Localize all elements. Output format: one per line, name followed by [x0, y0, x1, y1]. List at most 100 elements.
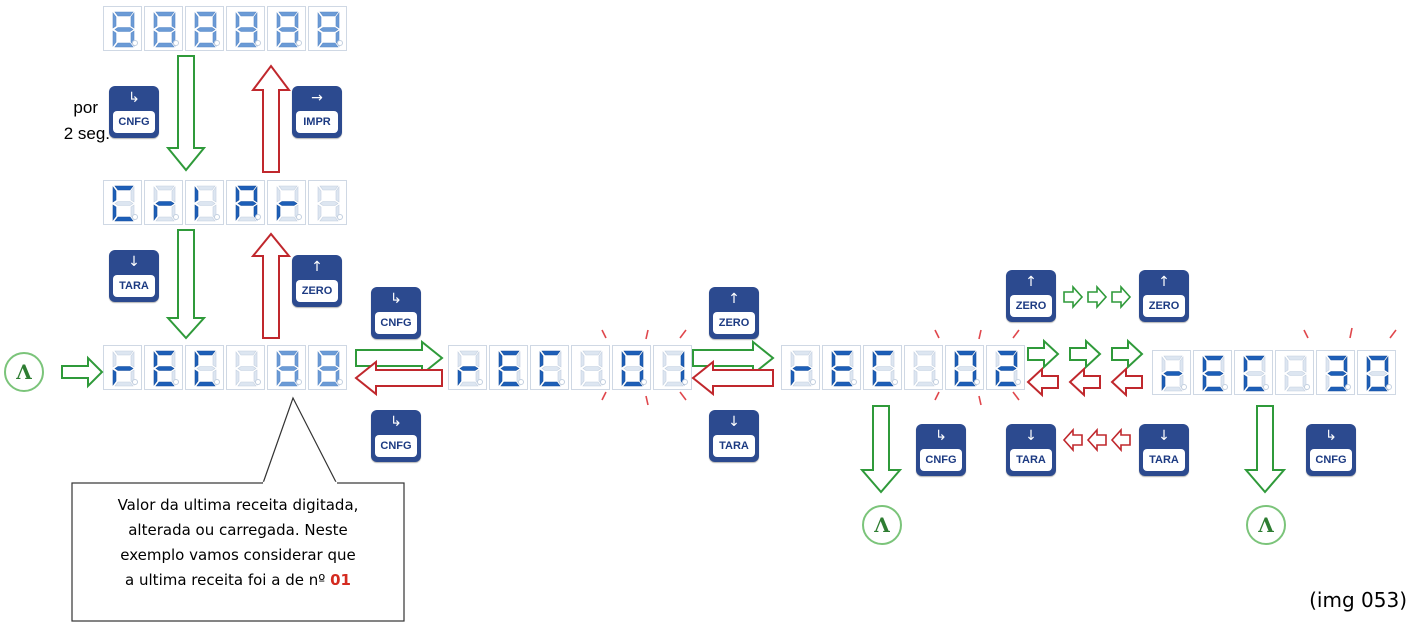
decimal-point: [214, 214, 220, 220]
segment-d: [278, 381, 298, 387]
segment-g: [1286, 371, 1306, 376]
segment-d: [1368, 386, 1388, 392]
segment-g: [237, 27, 257, 32]
segment-d: [237, 42, 257, 48]
decimal-point: [296, 40, 302, 46]
segment-f: [235, 12, 240, 29]
segment-e: [276, 369, 281, 386]
zero-key[interactable]: ↑ ZERO: [1006, 270, 1056, 322]
segment-b: [171, 351, 176, 368]
segment-g: [874, 366, 894, 371]
segment-a: [114, 350, 134, 356]
segment-g: [1368, 371, 1388, 376]
tara-key[interactable]: ↓ TARA: [709, 410, 759, 462]
tara-key[interactable]: ↓ TARA: [1139, 424, 1189, 476]
segment-a: [196, 350, 216, 356]
seven-segment-digit: [1161, 355, 1184, 392]
arrow-down-green: [1243, 405, 1287, 494]
digit-cell: [1193, 350, 1232, 395]
segment-d: [319, 216, 339, 222]
segment-a: [623, 350, 643, 356]
segment-e: [194, 204, 199, 221]
digit-cell: [226, 6, 265, 51]
segment-e: [872, 369, 877, 386]
seven-segment-digit: [1243, 355, 1266, 392]
segment-b: [130, 12, 135, 29]
segment-g: [500, 366, 520, 371]
digit-cell: [103, 6, 142, 51]
zero-key[interactable]: ↑ ZERO: [1139, 270, 1189, 322]
segment-e: [954, 369, 959, 386]
decimal-point: [296, 379, 302, 385]
seven-segment-digit: [235, 185, 258, 222]
digit-cell: [267, 345, 306, 390]
digit-cell: [308, 345, 347, 390]
seven-segment-digit: [872, 350, 895, 387]
seven-segment-digit: [954, 350, 977, 387]
segment-e: [1243, 374, 1248, 391]
segment-g: [114, 27, 134, 32]
seven-segment-digit: [235, 11, 258, 48]
cnfg-key[interactable]: ↳ CNFG: [109, 86, 159, 138]
cnfg-key[interactable]: ↳ CNFG: [1306, 424, 1356, 476]
callout-line: a ultima receita foi a de nº 01: [125, 571, 351, 589]
up-arrow-icon: ↑: [1158, 274, 1170, 290]
segment-a: [459, 350, 479, 356]
tara-key[interactable]: ↓ TARA: [1006, 424, 1056, 476]
cnfg-key[interactable]: ↳ CNFG: [916, 424, 966, 476]
cnfg-key[interactable]: ↳ CNFG: [371, 410, 421, 462]
decimal-point: [296, 214, 302, 220]
arrow-chain-zero-green: [1063, 284, 1132, 310]
up-arrow-icon: ↑: [1025, 274, 1037, 290]
arrow-down-green: [165, 229, 207, 340]
seven-segment-digit: [276, 350, 299, 387]
seven-segment-digit: [194, 350, 217, 387]
segment-b: [808, 351, 813, 368]
segment-g: [155, 366, 175, 371]
decimal-point: [682, 379, 688, 385]
seven-segment-digit: [1284, 355, 1307, 392]
segment-a: [997, 350, 1017, 356]
zero-key[interactable]: ↑ ZERO: [709, 287, 759, 339]
segment-f: [235, 186, 240, 203]
segment-b: [849, 351, 854, 368]
segment-a: [278, 350, 298, 356]
segment-d: [541, 381, 561, 387]
segment-e: [539, 369, 544, 386]
segment-e: [153, 30, 158, 47]
segment-g: [319, 201, 339, 206]
decimal-point: [1222, 384, 1228, 390]
segment-b: [212, 351, 217, 368]
segment-g: [1204, 371, 1224, 376]
segment-a: [833, 350, 853, 356]
decimal-point: [1345, 384, 1351, 390]
segment-d: [196, 381, 216, 387]
down-arrow-icon: ↓: [1158, 428, 1170, 444]
recipe-number-highlight: 01: [330, 571, 351, 589]
digit-cell: [945, 345, 984, 390]
segment-e: [1366, 374, 1371, 391]
segment-a: [1245, 355, 1265, 361]
segment-g: [114, 201, 134, 206]
segment-e: [317, 30, 322, 47]
segment-e: [153, 204, 158, 221]
segment-d: [1204, 386, 1224, 392]
segment-b: [1013, 351, 1018, 368]
segment-g: [623, 366, 643, 371]
segment-e: [498, 369, 503, 386]
impr-key[interactable]: → IMPR: [292, 86, 342, 138]
zero-key[interactable]: ↑ ZERO: [292, 255, 342, 307]
cnfg-key[interactable]: ↳ CNFG: [371, 287, 421, 339]
segment-f: [498, 351, 503, 368]
display-rec-01: [448, 345, 694, 390]
segment-g: [196, 201, 216, 206]
decimal-point: [810, 379, 816, 385]
tara-key[interactable]: ↓ TARA: [109, 250, 159, 302]
digit-cell: [103, 345, 142, 390]
arrow-down-green: [165, 55, 207, 172]
segment-a: [237, 350, 257, 356]
segment-b: [557, 351, 562, 368]
digit-cell: [1234, 350, 1273, 395]
segment-g: [196, 27, 216, 32]
arrow-left-red: [691, 359, 774, 397]
